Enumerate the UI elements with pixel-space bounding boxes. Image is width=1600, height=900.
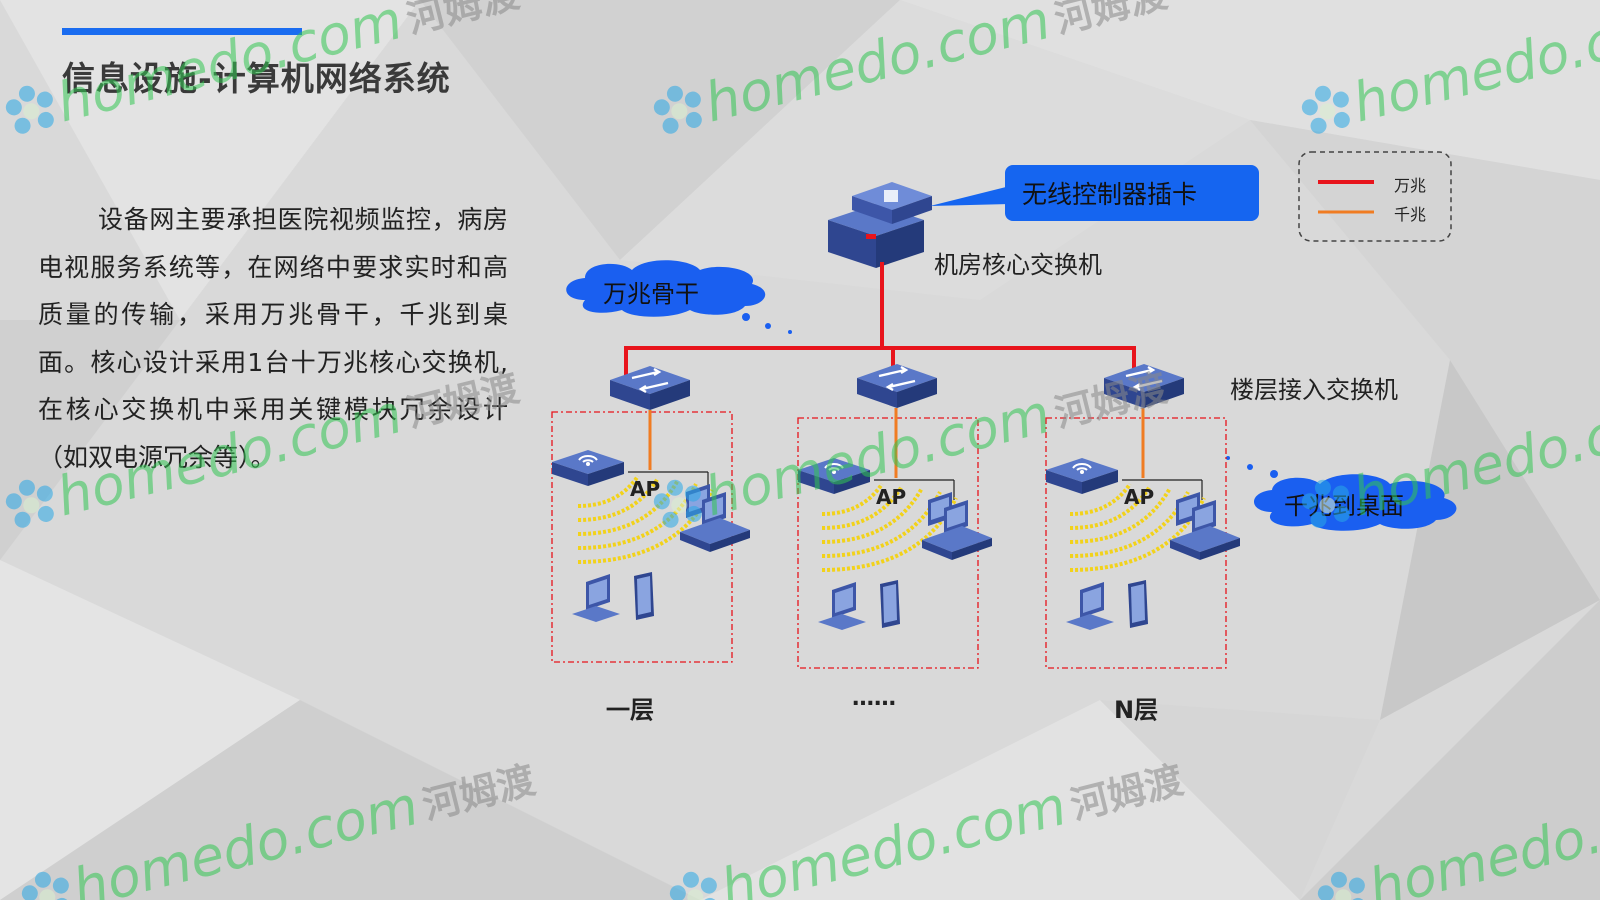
floor-1-ap-icon [551,449,625,487]
floor-n-pc-icon [1170,492,1240,560]
floor-n-label: N层 [1114,696,1159,724]
floor-1-group [551,364,750,663]
floor-mid-switch-icon [855,362,939,410]
backbone-cloud-label: 万兆骨干 [603,280,699,308]
legend-box [1298,151,1452,242]
floor-mid-pc-icon [922,492,992,560]
floor-n-tablet-icon [1128,580,1148,628]
title-accent-bar [62,28,302,35]
floor-1-laptop-icon [572,574,620,622]
floor-1-label: 一层 [606,696,654,724]
floor-1-pc-icon [680,484,750,552]
desktop-cloud-label: 千兆到桌面 [1284,492,1404,520]
core-switch-icon [828,182,932,268]
controller-callout-label: 无线控制器插卡 [1022,180,1198,209]
page-title: 信息设施-计算机网络系统 [62,59,451,98]
floor-n-laptop-icon [1066,582,1114,630]
floor-n-switch-icon [1102,362,1186,410]
floor-mid-ap-icon [797,457,871,495]
floor-n-ap-label: AP [1124,485,1155,509]
floor-1-switch-icon [608,364,692,412]
floor-mid-group [797,362,992,669]
floor-n-group [1045,362,1240,669]
floor-1-ap-label: AP [630,477,661,501]
floor-1-tablet-icon [634,572,654,620]
floor-switch-label: 楼层接入交换机 [1230,376,1398,404]
legend-label-10g: 万兆 [1394,176,1427,195]
floor-n-ap-icon [1045,457,1119,495]
core-switch-label: 机房核心交换机 [934,251,1102,279]
backbone-links [624,262,1136,378]
backbone-cloud [566,260,792,334]
callout-pointer [930,186,1010,206]
floor-mid-laptop-icon [818,582,866,630]
desktop-cloud [1226,456,1457,531]
description-paragraph: 设备网主要承担医院视频监控，病房电视服务系统等，在网络中要求实时和高质量的传输，… [38,205,508,472]
controller-callout-box [1005,165,1259,221]
floor-mid-tablet-icon [880,580,900,628]
floor-mid-label: …… [852,686,896,711]
legend-label-1g: 千兆 [1394,205,1427,224]
floor-mid-ap-label: AP [876,485,907,509]
